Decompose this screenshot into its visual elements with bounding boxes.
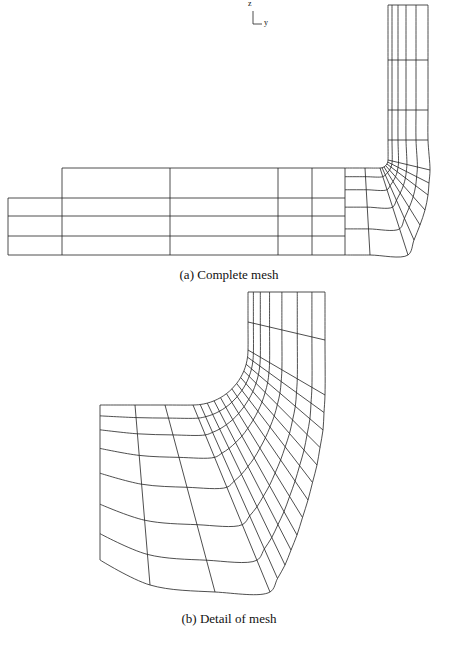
mesh-line [345,5,417,230]
mesh-line [8,198,345,199]
mesh-line [100,292,312,563]
mesh-line [388,60,428,61]
mesh-line [248,357,324,412]
mesh-line [8,255,345,256]
mesh-line [278,168,279,255]
mesh-line [207,403,285,565]
mesh-line [248,350,325,395]
axis-label: y [264,19,268,28]
mesh-line [244,371,320,447]
detail-mesh [100,292,325,595]
mesh-line [135,405,150,585]
mesh-line [100,405,101,560]
axis-label: z [248,0,252,9]
mesh-line [345,5,392,177]
mesh-line [345,5,399,191]
caption-text: (b) Detail of mesh [182,612,277,626]
axis-icon [253,11,262,24]
mesh-line [345,168,346,255]
complete-mesh [8,5,430,257]
mesh-line [100,292,248,405]
mesh-line [345,5,407,208]
mesh-line [248,322,325,340]
mesh-line [100,292,297,527]
mesh-line [312,168,313,255]
mesh-line [380,168,408,255]
mesh-line [100,292,260,435]
mesh-line [100,292,282,489]
mesh-line [170,168,171,255]
mesh-line [345,5,430,257]
mesh-line [232,389,308,500]
mesh-line [221,398,298,535]
mesh-line [237,383,313,482]
mesh-line [100,292,270,458]
mesh-line [8,236,345,237]
caption-text: (a) Complete mesh [180,268,279,282]
mesh-line [8,216,345,217]
mesh-line [214,401,291,550]
mesh-line [100,292,253,418]
mesh-line [345,5,388,168]
mesh-line [382,168,414,240]
mesh-line [365,168,370,255]
axis-lines [253,11,262,24]
mesh-line [62,168,63,255]
mesh-line [62,168,345,169]
mesh-line [8,198,9,255]
mesh-line [248,292,325,293]
mesh-line [193,405,270,592]
mesh-line [388,110,428,111]
mesh-line [388,140,428,141]
mesh-line [388,5,428,6]
mesh-line [165,405,215,592]
mesh-line [100,292,325,595]
